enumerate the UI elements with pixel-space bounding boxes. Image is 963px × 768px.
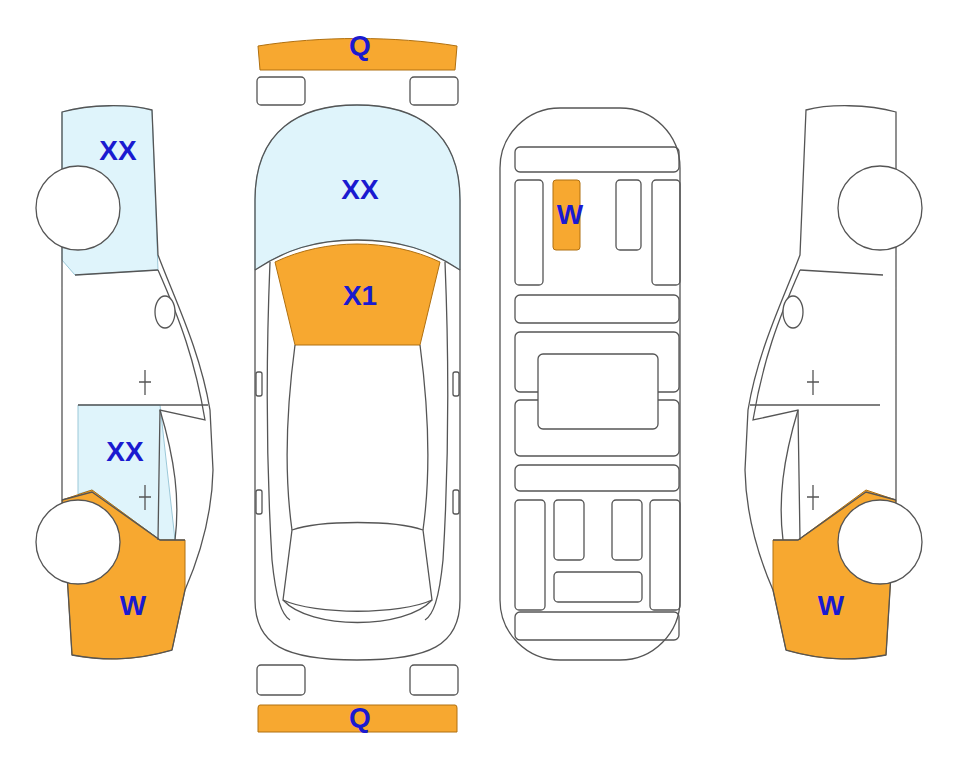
damage-panel: W [771,488,898,662]
damage-code: Q [349,32,371,60]
damage-panel: XX [58,102,162,277]
damage-area-shape [58,102,162,277]
damage-panel: XX [253,103,462,273]
damage-area-fill [275,244,440,345]
damage-panel: W [60,488,187,662]
damage-area-fill [773,490,896,659]
damage-area-fill [62,490,185,659]
damage-code: XX [341,176,378,204]
damage-code: Q [349,704,371,732]
damage-code: X1 [343,282,377,310]
damage-area-fill [258,705,457,732]
damage-area-shape [60,488,187,662]
damage-bumper: Q [255,36,460,72]
damage-code: XX [106,438,143,466]
damage-area-shape [76,403,177,542]
damage-code: W [818,592,844,620]
damage-code: XX [99,137,136,165]
damage-area-shape [771,488,898,662]
damage-windshield: X1 [273,242,442,347]
damage-code: W [120,592,146,620]
damage-underbody: W [552,179,581,251]
damage-code: W [557,201,583,229]
damage-bumper: Q [255,702,460,734]
damage-area-fill [62,106,158,275]
damage-panel: XX [76,403,177,542]
